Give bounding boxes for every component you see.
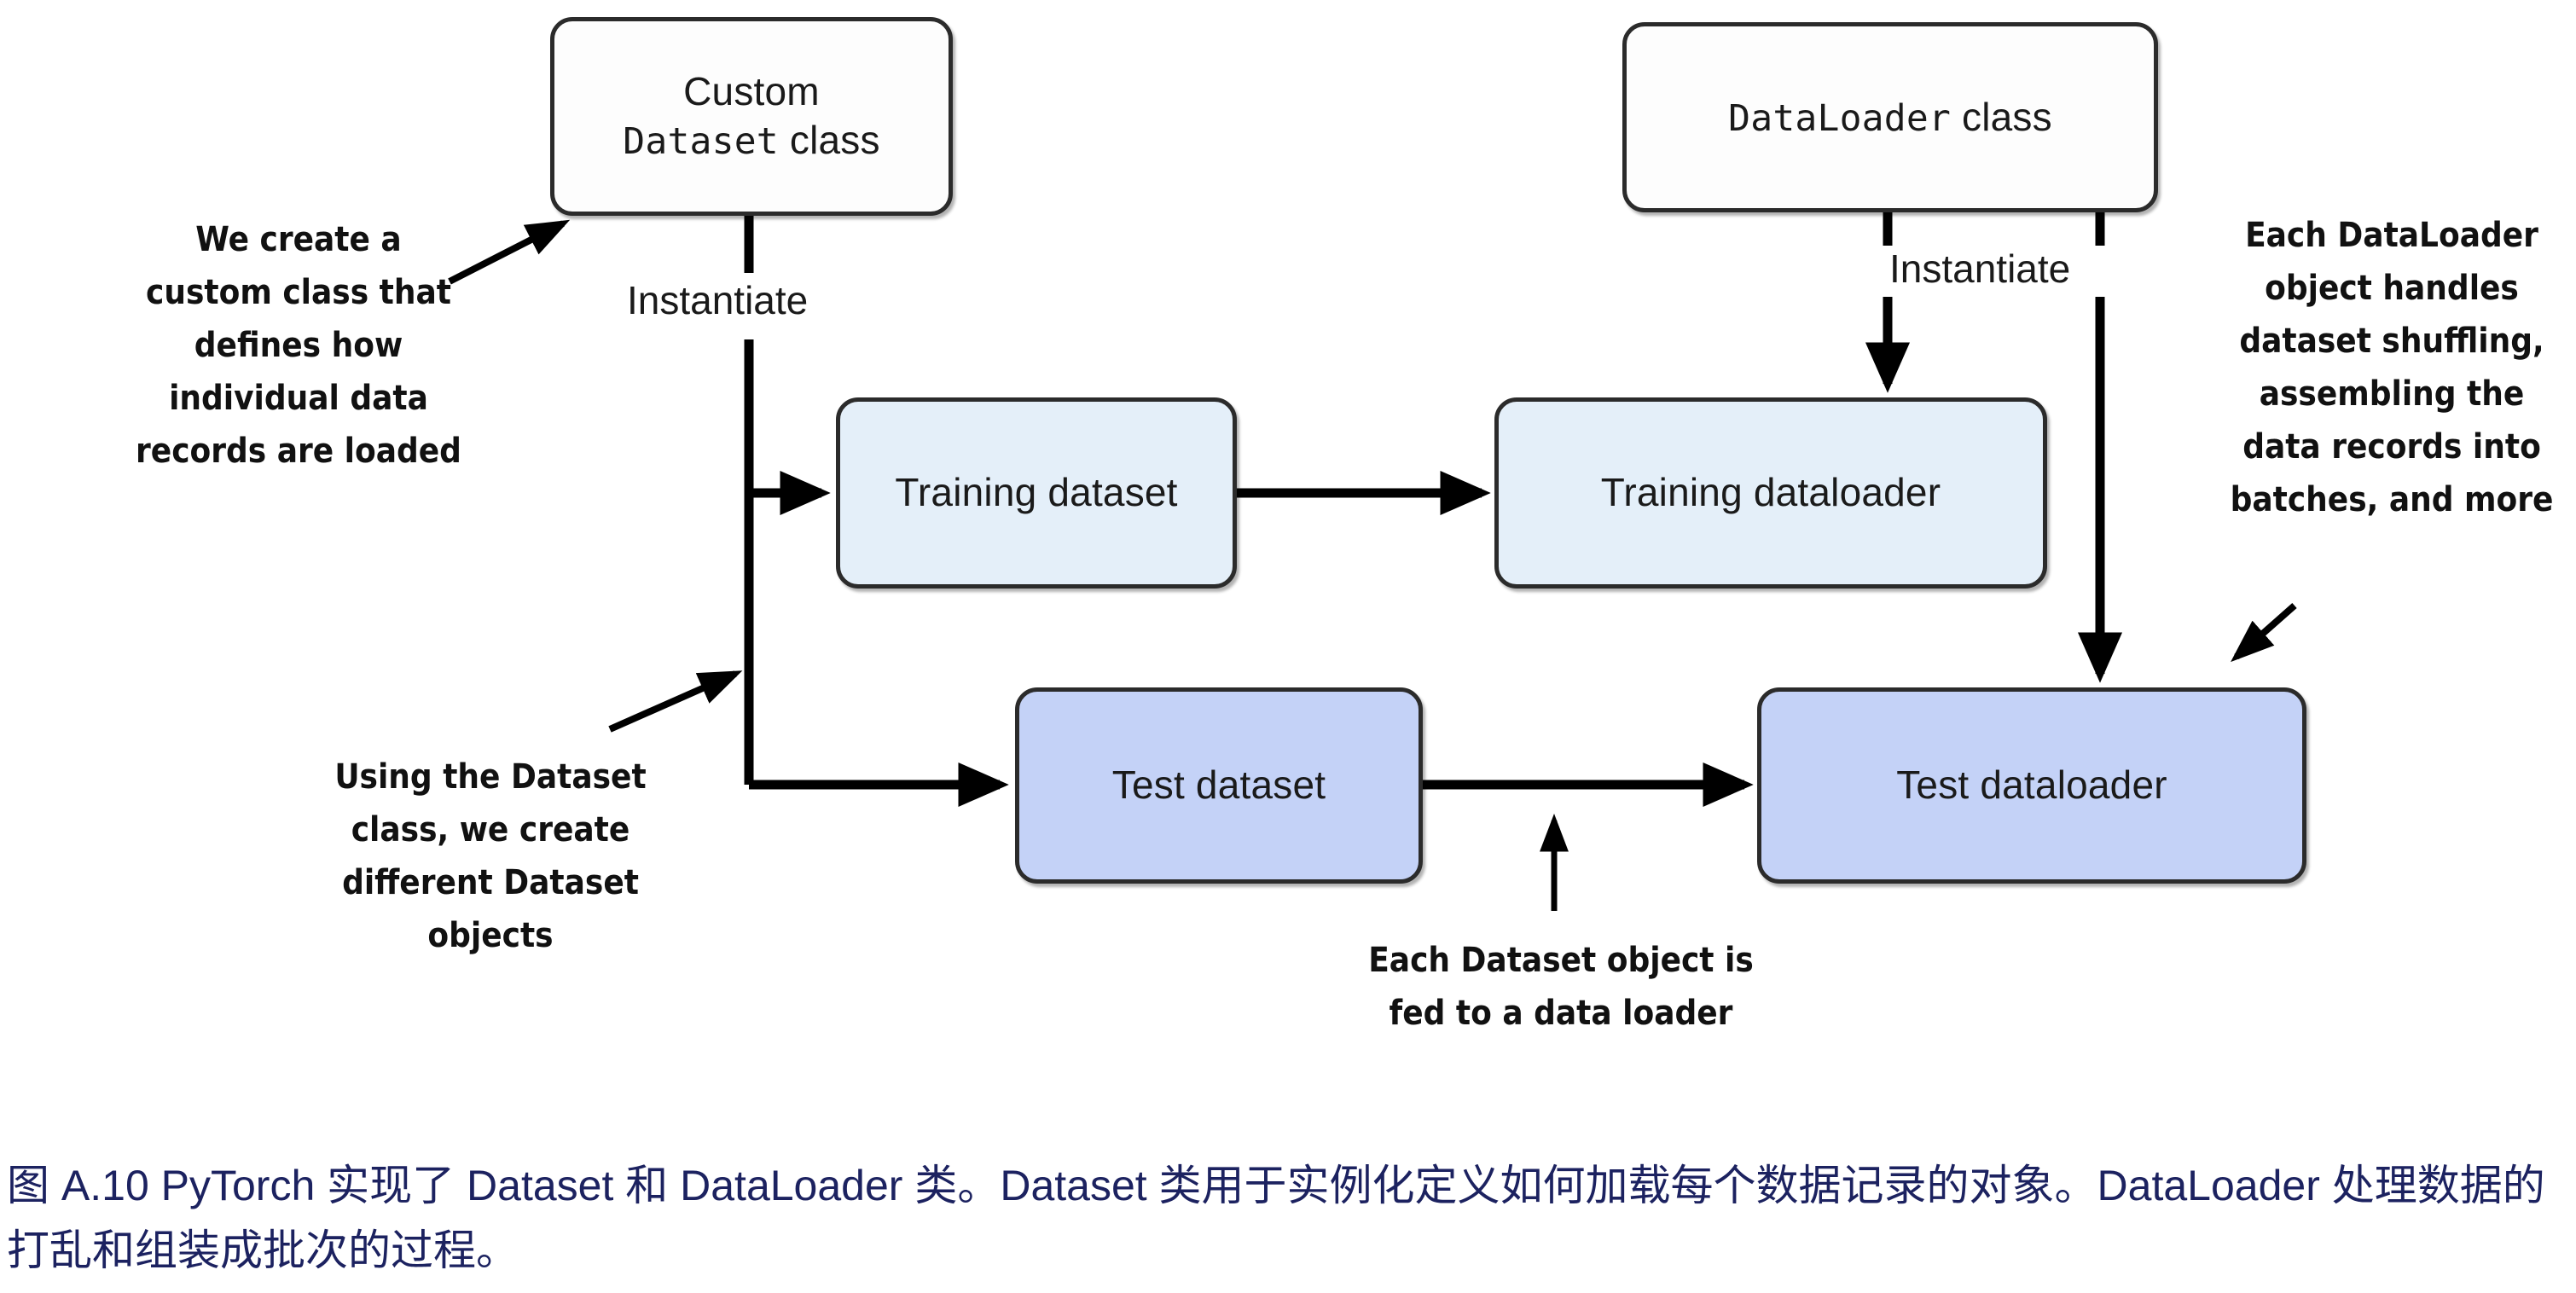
- leader-dataloader-job: [2231, 603, 2297, 663]
- diagram-canvas: Custom Dataset class DataLoader class Tr…: [136, 17, 2554, 1033]
- node-test-dataset[interactable]: Test dataset: [1015, 687, 1423, 884]
- connector-arrows-layer: [448, 212, 2297, 911]
- dataloader-tail: class: [1951, 94, 2052, 139]
- node-training-dataloader-label: Training dataloader: [1600, 470, 1941, 515]
- leader-using-dataset: [608, 670, 743, 733]
- node-test-dataloader[interactable]: Test dataloader: [1757, 687, 2306, 884]
- node-training-dataset[interactable]: Training dataset: [836, 397, 1237, 589]
- node-training-dataloader[interactable]: Training dataloader: [1494, 397, 2047, 589]
- node-custom-dataset-class[interactable]: Custom Dataset class: [550, 17, 953, 216]
- node-custom-dataset-class-label: Custom Dataset class: [623, 67, 879, 165]
- node-test-dataloader-label: Test dataloader: [1896, 762, 2167, 808]
- figure-caption: 图 A.10 PyTorch 实现了 Dataset 和 DataLoader …: [7, 1162, 2545, 1274]
- node-dataloader-class[interactable]: DataLoader class: [1622, 22, 2158, 212]
- label-instantiate-dataset: Instantiate: [627, 278, 809, 322]
- node-test-dataset-label: Test dataset: [1111, 762, 1326, 808]
- annotation-create-custom-class: We create a custom class that defines ho…: [136, 220, 461, 471]
- annotation-dataloader-responsibilities: Each DataLoader object handles dataset s…: [2230, 216, 2554, 519]
- node-dataloader-class-label: DataLoader class: [1728, 93, 2052, 142]
- custom-dataset-tail: class: [778, 118, 880, 163]
- annotation-dataset-fed-to-loader: Each Dataset object is fed to a data loa…: [1368, 941, 1754, 1033]
- annotation-using-dataset-class: Using the Dataset class, we create diffe…: [334, 757, 647, 955]
- label-instantiate-dataloader: Instantiate: [1889, 246, 2071, 291]
- dataloader-mono: DataLoader: [1728, 96, 1952, 140]
- node-training-dataset-label: Training dataset: [895, 470, 1178, 515]
- leader-create-class: [448, 219, 571, 285]
- custom-dataset-line1: Custom: [683, 68, 820, 113]
- custom-dataset-mono: Dataset: [623, 120, 779, 164]
